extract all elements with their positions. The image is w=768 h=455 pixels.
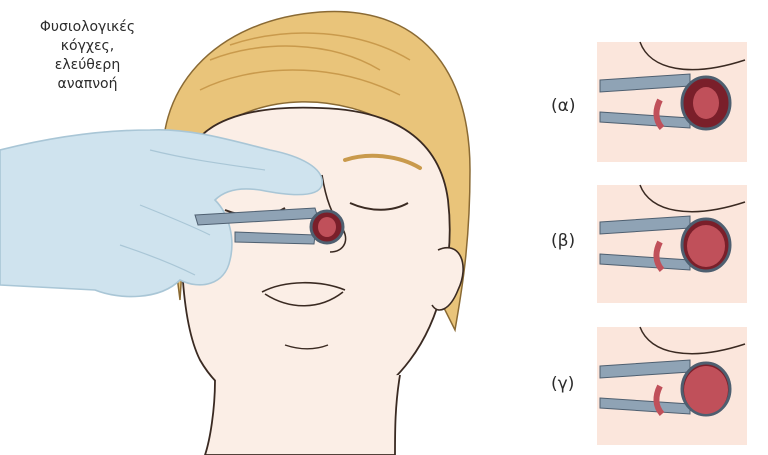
panel-label-alpha: (α) (551, 96, 576, 116)
caption-text: Φυσιολογικές κόγχες, ελεύθερη αναπνοή (39, 19, 136, 92)
panel-label-gamma: (γ) (551, 374, 575, 394)
panel-gamma-blade-lower (599, 397, 691, 415)
panel-beta-concha (687, 225, 725, 267)
panel-alpha-septum (653, 98, 665, 130)
hair-strands (199, 32, 411, 96)
ear (431, 247, 464, 311)
panel-alpha (597, 41, 747, 162)
speculum-blade-lower (234, 231, 316, 245)
nasal-concha (318, 217, 336, 237)
panel-beta (597, 184, 747, 303)
panel-alpha-concha (693, 87, 719, 119)
panel-gamma-concha (684, 366, 728, 414)
panel-beta-septum (653, 240, 665, 272)
panel-label-beta: (β) (551, 231, 576, 251)
glove-finger-lines (119, 149, 266, 276)
nasal-speculum (194, 207, 345, 245)
mouth (261, 281, 346, 307)
panel-alpha-blade-lower (599, 111, 691, 129)
eyebrow-right (343, 153, 422, 170)
neck (204, 374, 401, 455)
panel-beta-blade-lower (599, 253, 691, 271)
panel-gamma-nose-line (639, 326, 746, 355)
gloved-hand (0, 128, 323, 298)
chin-line (284, 344, 329, 350)
panel-gamma (597, 326, 747, 445)
panel-gamma-septum (653, 384, 665, 416)
eye-right (349, 202, 409, 211)
panel-beta-nose-line (639, 184, 746, 213)
panel-alpha-nose-line (639, 41, 746, 71)
